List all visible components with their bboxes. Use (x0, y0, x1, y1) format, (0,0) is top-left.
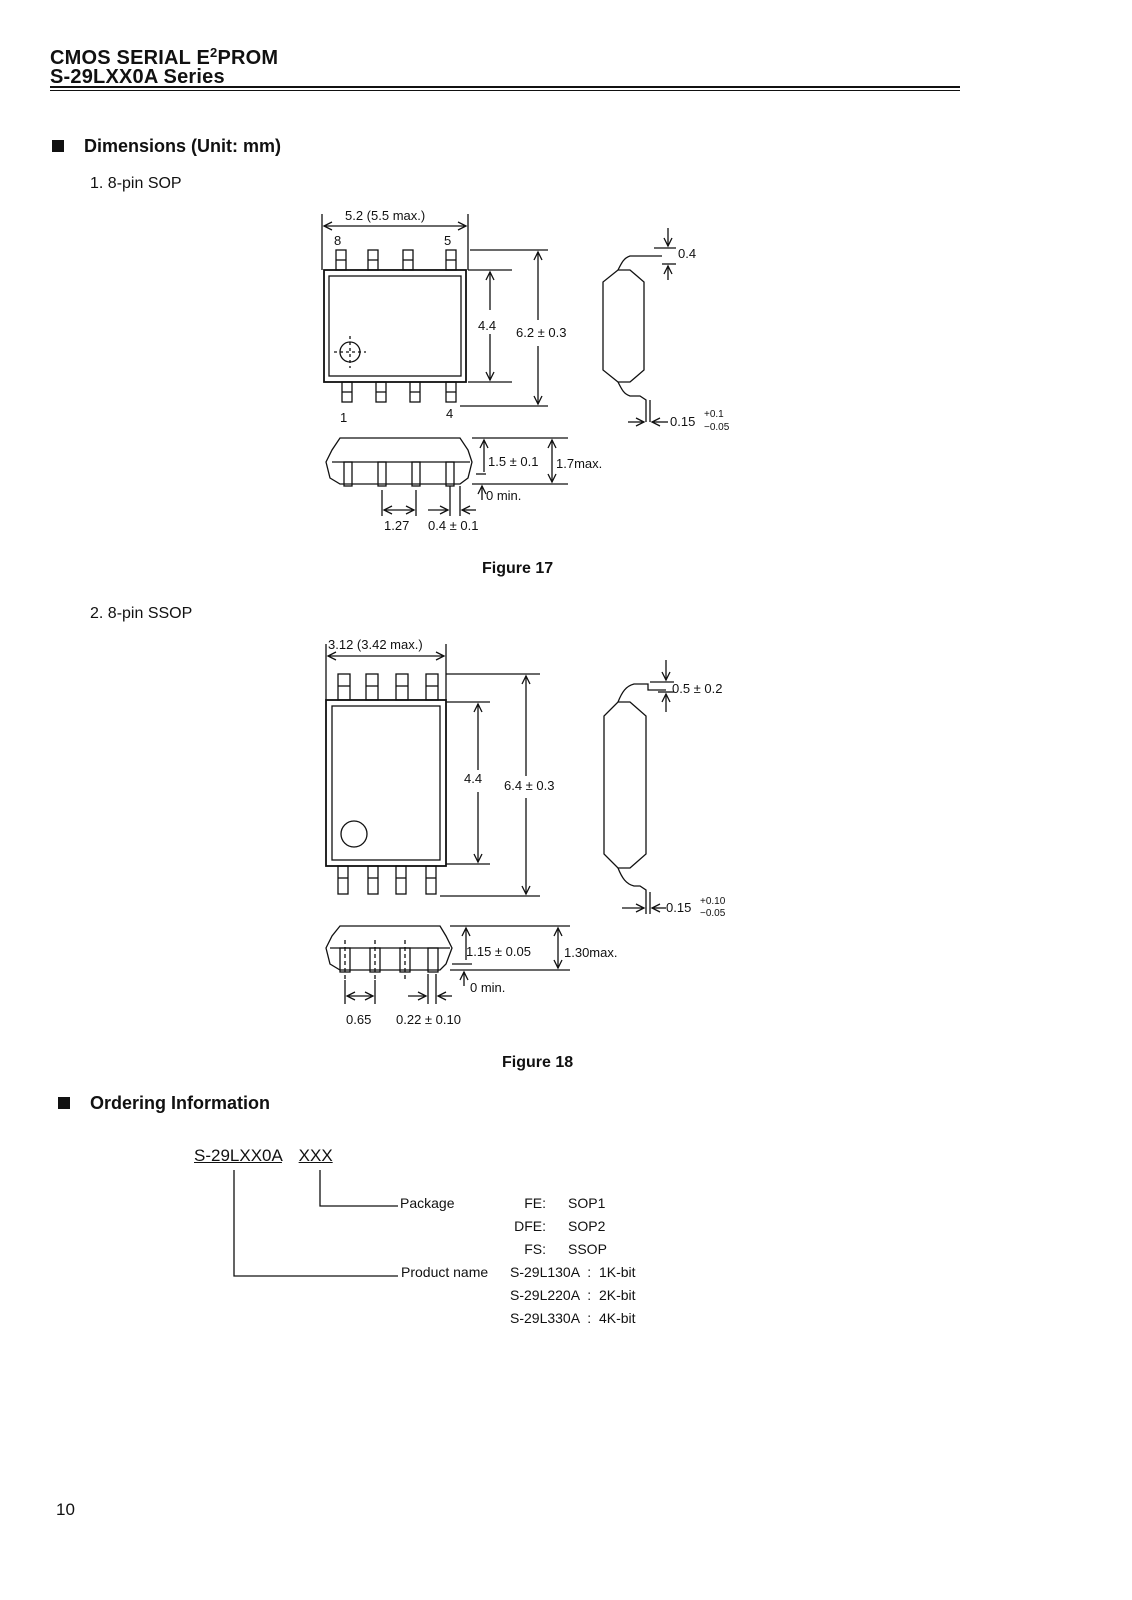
package-name: SOP2 (568, 1218, 606, 1234)
sop-pin4-label: 4 (446, 406, 453, 421)
sop-lead-width-minus: −0.05 (704, 422, 730, 433)
ssop-total-height-label: 6.4 ± 0.3 (504, 778, 555, 793)
order-code: S-29LXX0A XXX (194, 1146, 333, 1166)
figure-17-caption: Figure 17 (482, 560, 554, 577)
order-code-product: S-29LXX0A (194, 1146, 282, 1165)
sop-lead-width-label: 0.15 (670, 414, 695, 429)
section-dimensions: Dimensions (Unit: mm) (52, 136, 281, 157)
sop-lead-width-front-label: 0.4 ± 0.1 (428, 518, 479, 533)
sop-thickness-label: 1.5 ± 0.1 (488, 454, 539, 469)
ssop-label: 2. 8-pin SSOP (90, 605, 193, 622)
section-ordering: Ordering Information (58, 1093, 270, 1114)
ssop-lead-width-front-label: 0.22 ± 0.10 (396, 1012, 461, 1027)
title-text-a: CMOS SERIAL E (50, 47, 211, 69)
sop-total-height-label: 6.2 ± 0.3 (516, 325, 567, 340)
product-name: S-29L130A (510, 1264, 580, 1280)
product-label: Product name (401, 1264, 489, 1280)
list-item: S-29L220A : 2K-bit (510, 1287, 670, 1310)
package-code: DFE: (514, 1218, 546, 1234)
package-name: SSOP (568, 1241, 607, 1257)
sop-pin1-label: 1 (340, 410, 347, 425)
sop-lead-width-plus: +0.1 (704, 409, 724, 420)
square-bullet-icon (52, 140, 64, 152)
product-list: S-29L130A : 1K-bit S-29L220A : 2K-bit S-… (510, 1264, 670, 1333)
sop-standoff-label: 0 min. (486, 488, 521, 503)
section-dimensions-title: Dimensions (Unit: mm) (84, 136, 282, 156)
sop-lead-thickness-label: 0.4 (678, 246, 696, 261)
ssop-dimension-drawing: 3.12 (3.42 max.) 4.4 6.4 ± 0.3 0.5 ± 0.2… (325, 637, 726, 1027)
square-bullet-icon (58, 1097, 70, 1109)
ordering-connector-lines (233, 1170, 398, 1277)
sop-max-height-label: 1.7max. (556, 456, 602, 471)
list-item: S-29L130A : 1K-bit (510, 1264, 670, 1287)
product-separator: : (587, 1287, 592, 1303)
package-code: FE: (524, 1195, 546, 1211)
sop-pin8-label: 8 (334, 233, 341, 248)
sop-label: 1. 8-pin SOP (90, 175, 182, 192)
section-ordering-title: Ordering Information (90, 1093, 270, 1113)
product-size: 1K-bit (598, 1264, 636, 1280)
doc-title: CMOS SERIAL E2PROM (50, 42, 278, 69)
package-label: Package (400, 1195, 455, 1211)
title-superscript: 2 (210, 45, 218, 60)
series-name: S-29LXX0A Series (50, 66, 225, 88)
list-item: S-29L330A : 4K-bit (510, 1310, 670, 1333)
package-list: FE: SOP1 DFE: SOP2 FS: SSOP (496, 1195, 626, 1264)
ssop-standoff-label: 0 min. (470, 980, 505, 995)
sop-pitch-label: 1.27 (384, 518, 409, 533)
ssop-pitch-label: 0.65 (346, 1012, 371, 1027)
product-size: 4K-bit (598, 1310, 636, 1326)
sop-dimension-drawing: 5.2 (5.5 max.) 8 5 1 4 4.4 6.2 ± 0.3 0.4… (321, 208, 730, 533)
product-separator: : (587, 1310, 592, 1326)
ssop-max-height-label: 1.30max. (564, 945, 617, 960)
ssop-lead-width-minus: −0.05 (700, 908, 726, 919)
product-name: S-29L330A (510, 1310, 580, 1326)
package-code: FS: (524, 1241, 546, 1257)
header-rule (50, 86, 960, 88)
title-text-b: PROM (217, 47, 279, 69)
figure-18-caption: Figure 18 (502, 1054, 574, 1071)
list-item: DFE: SOP2 (496, 1218, 626, 1241)
product-separator: : (587, 1264, 592, 1280)
sop-body-height-label: 4.4 (478, 318, 496, 333)
sop-width-label: 5.2 (5.5 max.) (345, 208, 425, 223)
ssop-width-label: 3.12 (3.42 max.) (328, 637, 423, 652)
product-size: 2K-bit (598, 1287, 636, 1303)
ssop-lead-width-label: 0.15 (666, 900, 691, 915)
order-code-package: XXX (298, 1146, 333, 1165)
product-name: S-29L220A (510, 1287, 580, 1303)
sop-pin5-label: 5 (444, 233, 451, 248)
page-number: 10 (56, 1500, 75, 1519)
package-name: SOP1 (568, 1195, 606, 1211)
ssop-lead-width-plus: +0.10 (700, 896, 726, 907)
header-rule-thin (50, 90, 960, 91)
ssop-body-height-label: 4.4 (464, 771, 482, 786)
list-item: FE: SOP1 (496, 1195, 626, 1218)
ssop-lead-thickness-label: 0.5 ± 0.2 (672, 681, 723, 696)
ssop-thickness-label: 1.15 ± 0.05 (466, 944, 531, 959)
list-item: FS: SSOP (496, 1241, 626, 1264)
